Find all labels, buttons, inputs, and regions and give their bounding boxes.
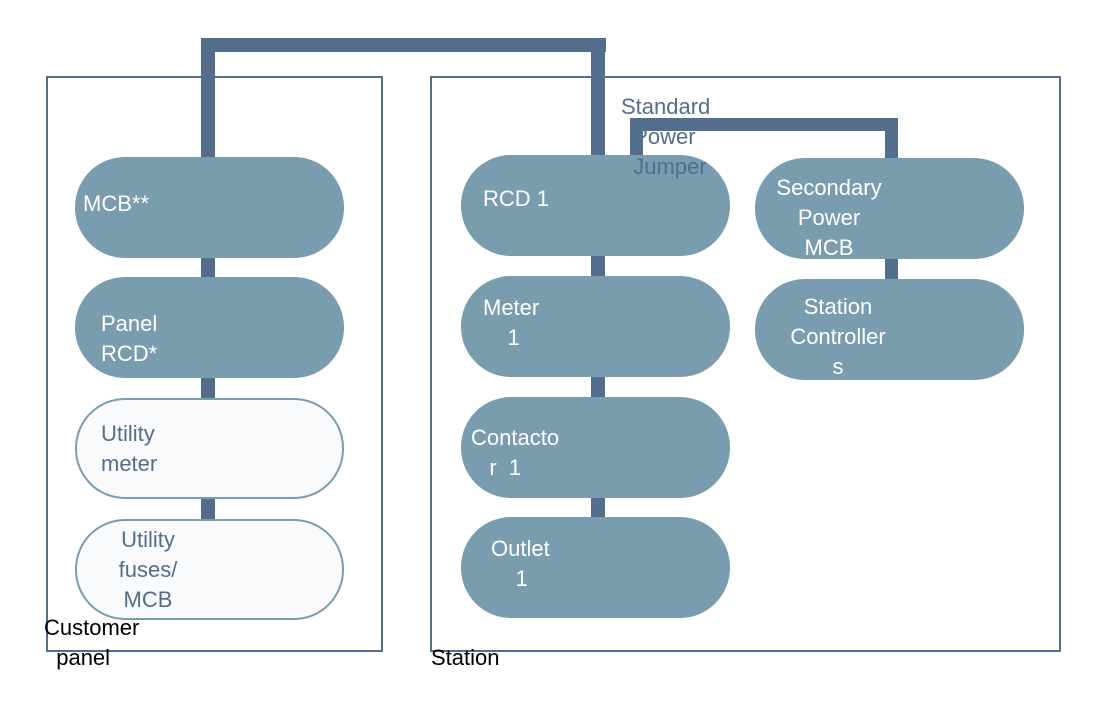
jumper-wire-top-horizontal [630,118,898,131]
device-utility-meter[interactable] [75,398,344,499]
device-utility-fuses-mcb[interactable] [75,519,344,620]
device-outlet-1-label: Outlet 1 [491,536,550,591]
device-outlet-1[interactable] [461,517,730,618]
device-station-controllers[interactable] [755,279,1024,380]
station-caption: Station [431,645,500,670]
device-meter-1-label: Meter 1 [483,295,540,350]
customer-panel-caption: Customer panel [44,615,140,670]
device-mcb[interactable] [75,157,344,258]
device-utility-meter-label: Utility meter [101,421,158,476]
device-rcd-1[interactable] [461,155,730,256]
device-secondary-power-mcb[interactable] [755,158,1024,259]
standard-power-jumper-label: Standard Power Jumper [621,94,711,179]
feed-wire-top-horizontal [201,38,606,52]
device-secondary-power-mcb-label: Secondary Power MCB [776,175,882,260]
device-station-controllers-label: Station Controller s [790,294,886,379]
device-meter-1[interactable] [461,276,730,377]
device-contactor-1-label: Contacto r 1 [471,425,560,480]
station-frame [430,76,1061,652]
device-panel-rcd-label: Panel RCD* [101,311,158,366]
device-utility-fuses-mcb-label: Utility fuses/ MCB [118,527,178,612]
device-rcd-1-label: RCD 1 [483,186,550,211]
device-mcb-label: MCB** [83,191,150,216]
device-contactor-1[interactable] [461,397,730,498]
device-panel-rcd[interactable] [75,277,344,378]
